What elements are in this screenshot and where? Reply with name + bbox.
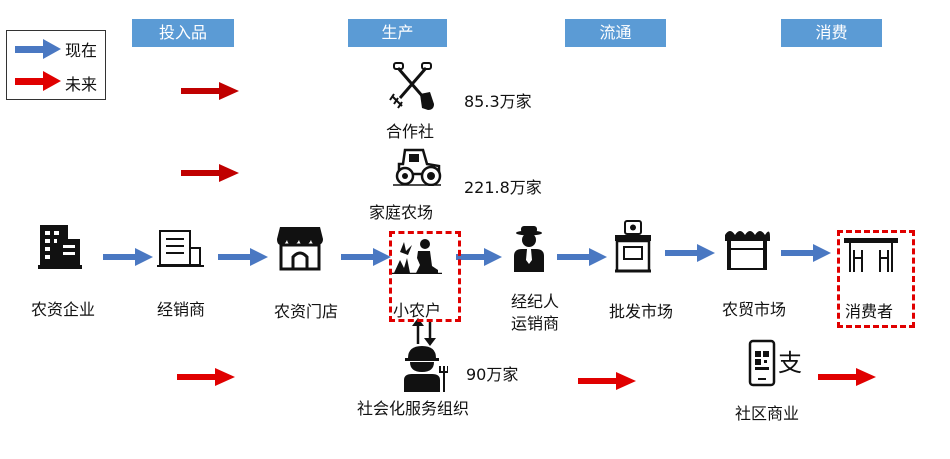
future-arrow (181, 82, 239, 100)
market-stall-icon (615, 220, 651, 273)
legend: 现在 未来 (6, 30, 106, 100)
node-small-farmer: 小农户 (393, 301, 442, 320)
community-commerce-label: 社区商业 (735, 404, 800, 423)
worker-icon (404, 346, 448, 392)
building-icon (38, 225, 82, 269)
dining-table-icon (844, 238, 898, 272)
future-arrow (818, 368, 876, 386)
farmer-icon (392, 239, 442, 274)
current-arrow (218, 248, 268, 266)
current-arrow (781, 244, 831, 262)
service-org-count: 90万家 (466, 365, 519, 384)
family-farm-count: 221.8万家 (464, 178, 542, 197)
family-farm-label: 家庭农场 (369, 203, 434, 222)
consumer-highlight (837, 230, 915, 328)
document-icon (157, 230, 204, 267)
node-broker: 经纪人 运销商 (511, 292, 560, 333)
node-farmers-market: 农贸市场 (722, 300, 787, 319)
node-distributor: 经销商 (157, 300, 206, 319)
service-org-label: 社会化服务组织 (357, 399, 470, 418)
node-consumer: 消费者 (845, 302, 894, 321)
broker-icon (514, 226, 544, 272)
node-input-enterprise: 农资企业 (31, 300, 96, 319)
future-arrow (181, 164, 239, 182)
current-arrow (456, 248, 502, 266)
red-arrow-icon (15, 71, 61, 91)
current-arrow (557, 248, 607, 266)
awning-icon (725, 231, 770, 270)
tools-icon (389, 62, 434, 110)
legend-current: 现在 (7, 33, 105, 63)
phone-pay-icon: 支 (748, 339, 802, 387)
cooperative-label: 合作社 (386, 122, 435, 141)
current-arrow (103, 248, 153, 266)
bidirectional-arrow-icon (412, 318, 436, 346)
blue-arrow-icon (15, 39, 61, 59)
legend-future: 未来 (7, 67, 105, 97)
node-store: 农资门店 (274, 302, 339, 321)
tractor-icon (393, 148, 442, 186)
small-farmer-highlight (389, 231, 461, 322)
current-arrow (665, 244, 715, 262)
stage-header-consumption: 消费 (781, 19, 882, 47)
current-arrow (341, 248, 391, 266)
stage-header-production: 生产 (348, 19, 447, 47)
future-arrow (177, 368, 235, 386)
store-icon (277, 227, 323, 271)
stage-header-circulation: 流通 (565, 19, 666, 47)
cooperative-count: 85.3万家 (464, 92, 532, 111)
future-arrow (578, 372, 636, 390)
stage-header-inputs: 投入品 (132, 19, 234, 47)
svg-text:支: 支 (778, 349, 802, 377)
node-wholesale: 批发市场 (609, 302, 674, 321)
